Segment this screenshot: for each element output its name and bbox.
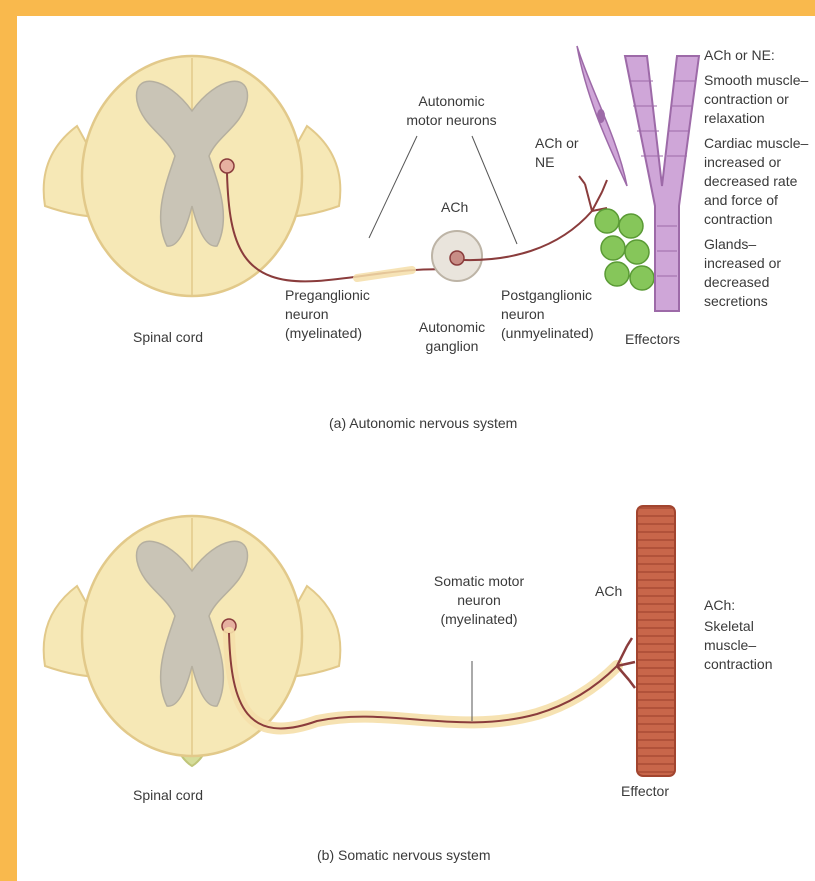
autonomic-effects-list: ACh or NE: Smooth muscle– contraction or… [704,46,812,311]
cardiac-muscle-effect: Cardiac muscle– increased or decreased r… [704,134,812,229]
autonomic-caption: (a) Autonomic nervous system [329,414,517,433]
ach-ganglion-label: ACh [441,198,468,217]
spinal-cord-autonomic [44,56,341,296]
smooth-muscle-cell [577,46,627,186]
somatic-effects-list: ACh: Skeletal muscle– contraction [704,596,804,674]
ach-or-ne-label: ACh or NE [535,134,579,172]
somatic-caption: (b) Somatic nervous system [317,846,491,865]
somatic-ach-label: ACh [595,582,622,601]
autonomic-motor-neurons-label: Autonomic motor neurons [399,92,504,130]
skeletal-muscle [637,506,675,776]
somatic-motor-neuron-label: Somatic motor neuron (myelinated) [429,572,529,629]
spinal-cord-label-b: Spinal cord [133,786,203,805]
autonomic-effects-header: ACh or NE: [704,46,812,65]
nervous-system-diagram [17,16,815,881]
effectors-label: Effectors [625,330,680,349]
autonomic-ganglion-label: Autonomic ganglion [409,318,495,356]
diagram-frame: Autonomic motor neurons Spinal cord Preg… [17,16,815,881]
skeletal-muscle-effect: Skeletal muscle– contraction [704,617,804,674]
smooth-muscle-effect: Smooth muscle– contraction or relaxation [704,71,812,128]
spinal-cord-label-a: Spinal cord [133,328,203,347]
postganglionic-axon [464,176,607,260]
glands-effect: Glands– increased or decreased secretion… [704,235,812,311]
preganglionic-label: Preganglionic neuron (myelinated) [285,286,377,343]
effector-label: Effector [621,782,669,801]
postganglionic-label: Postganglionic neuron (unmyelinated) [501,286,611,343]
gland-cells [595,209,654,290]
somatic-effects-header: ACh: [704,596,804,615]
autonomic-ganglion [432,231,482,281]
